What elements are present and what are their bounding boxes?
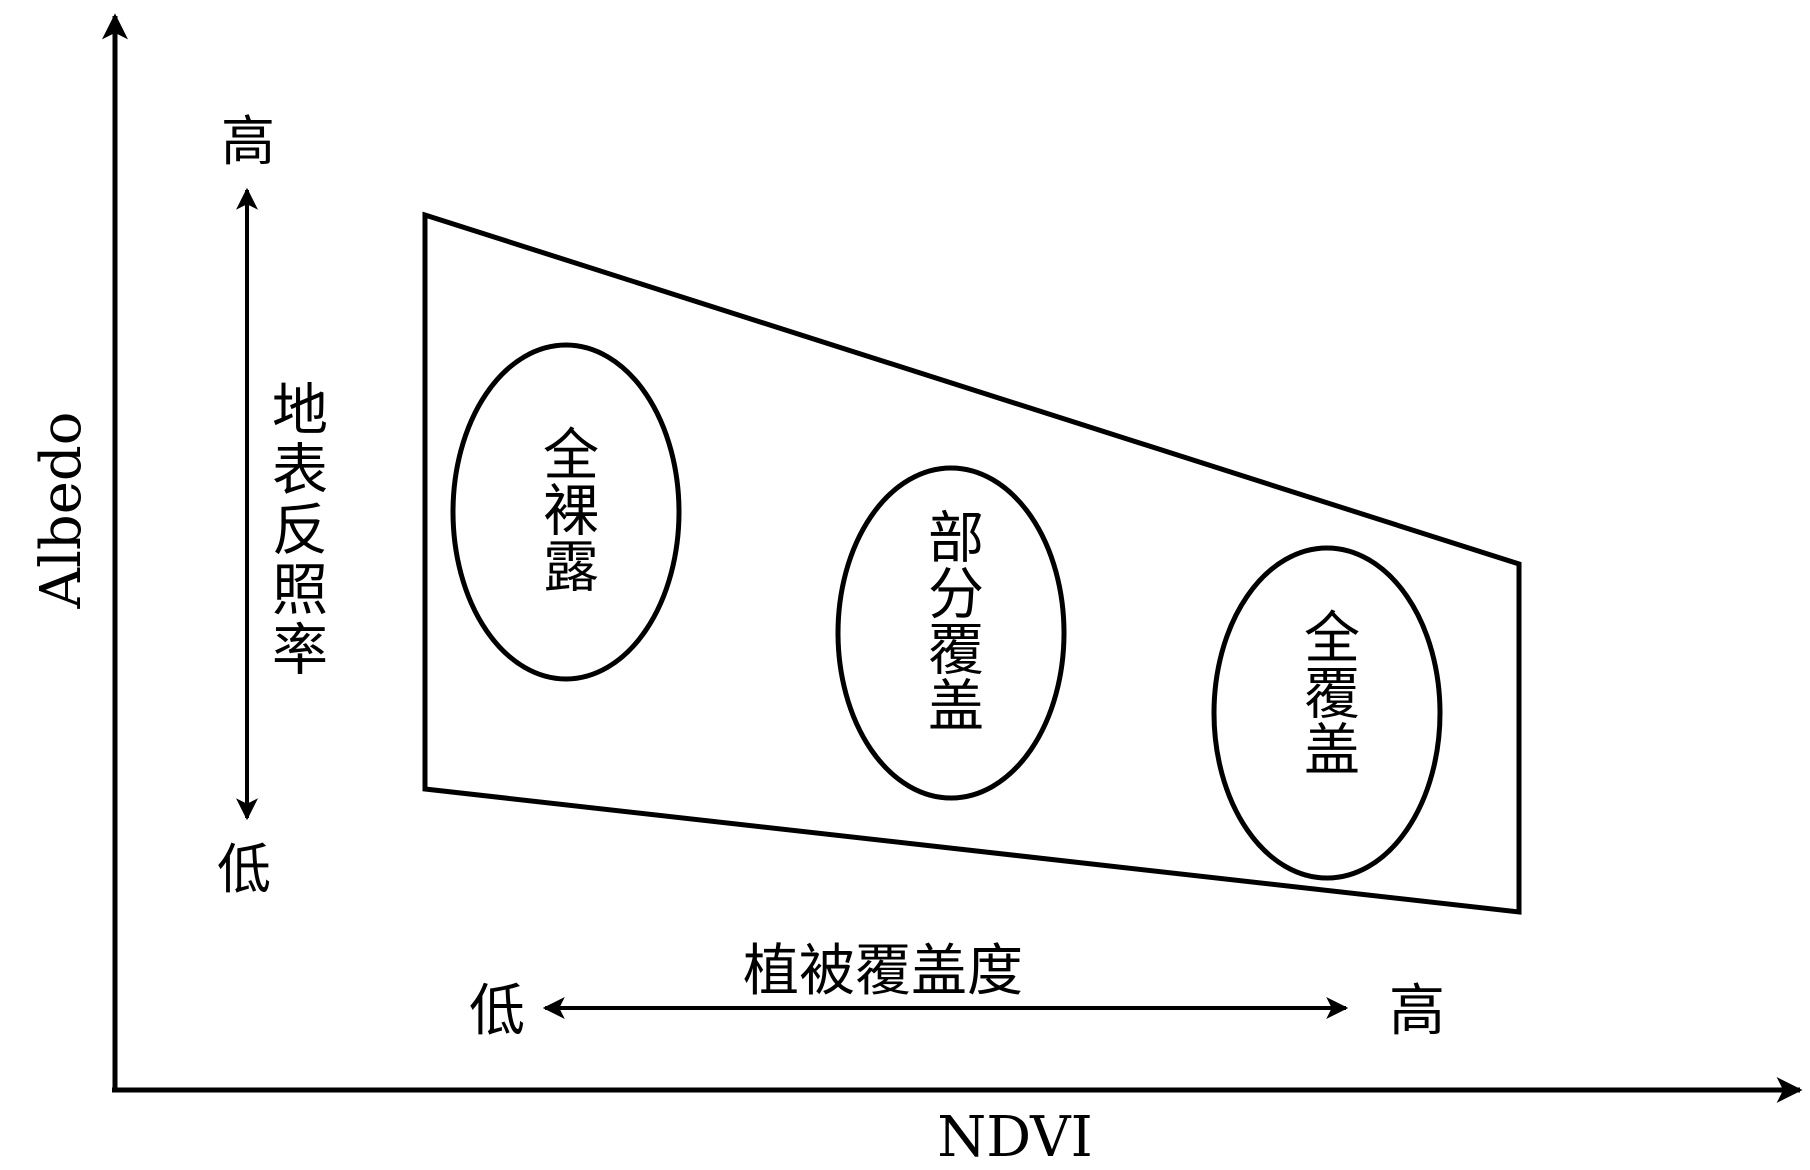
region-label-bare: 全裸露 bbox=[534, 425, 599, 593]
reflectance-low-label: 低 bbox=[217, 838, 271, 901]
x-axis-label: NDVI bbox=[937, 1105, 1092, 1170]
coverage-low-label: 低 bbox=[469, 979, 525, 1044]
coverage-title: 植被覆盖度 bbox=[743, 939, 1023, 1004]
region-ellipse-full bbox=[1211, 545, 1443, 881]
y-axis-label: Albedo bbox=[29, 412, 94, 610]
trapezoid-region bbox=[422, 211, 1522, 915]
region-ellipse-bare bbox=[450, 342, 682, 682]
coverage-high-label: 高 bbox=[1389, 979, 1445, 1044]
region-label-full: 全覆盖 bbox=[1295, 608, 1360, 776]
region-ellipse-partial bbox=[835, 465, 1067, 801]
reflectance-high-label: 高 bbox=[221, 110, 275, 173]
reflectance-title: 地表反照率 bbox=[263, 380, 328, 680]
region-label-partial: 部分覆盖 bbox=[919, 508, 984, 732]
